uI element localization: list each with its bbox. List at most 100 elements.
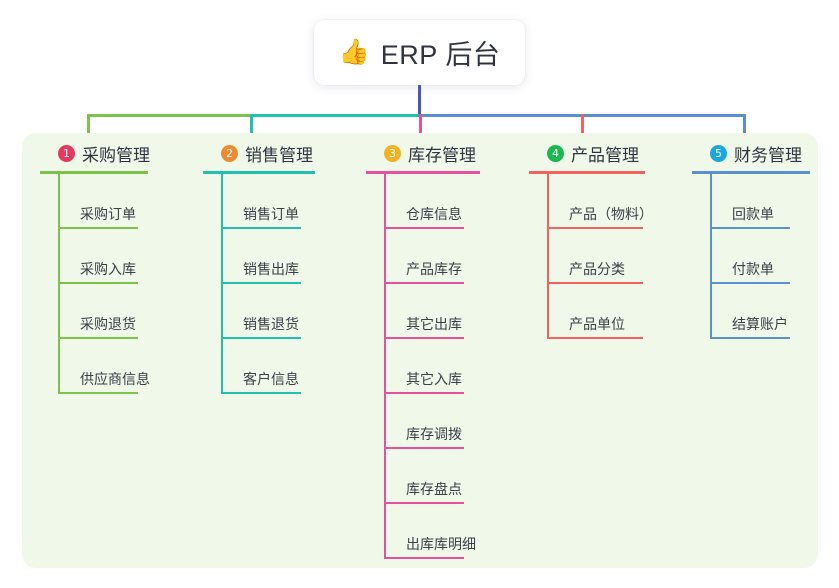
branch-leaf[interactable]: 其它出库 [384, 284, 516, 339]
branch-leaf-label: 产品分类 [569, 261, 625, 277]
branch-title: 库存管理 [408, 145, 476, 165]
branch-leaf-underline [710, 227, 790, 229]
branch-leaf-label: 仓库信息 [406, 206, 462, 222]
branch-leaf-label: 采购订单 [80, 206, 136, 222]
branch-leaf-label: 采购入库 [80, 261, 136, 277]
branch-title-underline [203, 171, 315, 174]
branch-leaf[interactable]: 产品库存 [384, 229, 516, 284]
branch-column-1: 1 采购管理采购订单采购入库采购退货供应商信息 [40, 140, 190, 394]
branch-title: 销售管理 [245, 145, 313, 165]
branch-stem-1 [87, 114, 90, 136]
branch-leaf[interactable]: 其它入库 [384, 339, 516, 394]
branch-leaf-underline [384, 502, 464, 504]
branch-number-badge: 4 [547, 144, 564, 162]
branch-number-badge: 1 [58, 144, 75, 162]
branch-stem-2 [250, 114, 253, 136]
branch-leaf-underline [710, 337, 790, 339]
branch-leaf[interactable]: 采购退货 [58, 284, 190, 339]
branch-leaf[interactable]: 客户信息 [221, 339, 353, 394]
branch-leaf-label: 付款单 [732, 261, 774, 277]
branch-leaf-underline [384, 447, 464, 449]
branch-leaf-label: 库存盘点 [406, 481, 462, 497]
branch-leaf-label: 其它入库 [406, 371, 462, 387]
branch-leaf-underline [384, 227, 464, 229]
branch-leaf[interactable]: 库存盘点 [384, 449, 516, 504]
branch-leaf-underline [221, 392, 301, 394]
branch-title: 产品管理 [571, 145, 639, 165]
branch-leaf-label: 销售退货 [243, 316, 299, 332]
branch-leaf[interactable]: 仓库信息 [384, 174, 516, 229]
branch-leaf-label: 销售出库 [243, 261, 299, 277]
branch-leaf-underline [221, 337, 301, 339]
branch-leaf[interactable]: 采购订单 [58, 174, 190, 229]
branch-leaf-underline [384, 282, 464, 284]
branch-leaf[interactable]: 产品单位 [547, 284, 679, 339]
bus-segment-2 [250, 114, 420, 117]
branch-leaf-label: 库存调拨 [406, 426, 462, 442]
branch-title-underline [40, 171, 148, 174]
root-stem [418, 85, 421, 116]
branch-leaf[interactable]: 库存调拨 [384, 394, 516, 449]
branch-leaf[interactable]: 供应商信息 [58, 339, 190, 394]
branch-header-1[interactable]: 1 采购管理 [40, 140, 190, 166]
branch-stem-5 [743, 114, 746, 136]
branch-leaf[interactable]: 销售退货 [221, 284, 353, 339]
branch-leaf-underline [58, 392, 138, 394]
branch-leaf[interactable]: 结算账户 [710, 284, 839, 339]
branch-title-underline [692, 171, 810, 174]
branch-spine [710, 174, 712, 339]
branch-leaf[interactable]: 销售订单 [221, 174, 353, 229]
branch-leaf-label: 出库库明细 [406, 536, 476, 552]
branch-leaf-underline [384, 337, 464, 339]
branch-leaf-underline [547, 337, 643, 339]
branch-leaf-underline [221, 227, 301, 229]
branch-leaf-label: 供应商信息 [80, 371, 150, 387]
branch-leaf-underline [384, 557, 464, 559]
branch-leaf[interactable]: 产品分类 [547, 229, 679, 284]
branch-leaf-underline [58, 227, 138, 229]
root-title: ERP 后台 [380, 40, 501, 70]
branch-title: 财务管理 [734, 145, 802, 165]
branch-leaf-underline [58, 282, 138, 284]
branch-spine [384, 174, 386, 559]
branch-items: 回款单付款单结算账户 [710, 174, 839, 339]
branch-title: 采购管理 [82, 145, 150, 165]
branch-leaf-underline [384, 392, 464, 394]
branches-panel [22, 133, 818, 568]
branch-leaf-label: 产品（物料） [569, 206, 653, 222]
branch-leaf-label: 结算账户 [732, 316, 788, 332]
branch-title-underline [529, 171, 645, 174]
thumbs-up-emoji: 👍 [338, 38, 370, 66]
branch-leaf-label: 其它出库 [406, 316, 462, 332]
branch-leaf-underline [547, 282, 643, 284]
bus-segment-1 [87, 114, 252, 117]
branch-leaf[interactable]: 采购入库 [58, 229, 190, 284]
branch-leaf-label: 销售订单 [243, 206, 299, 222]
branch-spine [58, 174, 60, 394]
branch-leaf[interactable]: 出库库明细 [384, 504, 516, 559]
branch-header-4[interactable]: 4 产品管理 [529, 140, 679, 166]
branch-leaf[interactable]: 回款单 [710, 174, 839, 229]
branch-leaf-underline [710, 282, 790, 284]
branch-leaf-label: 回款单 [732, 206, 774, 222]
branch-stem-4 [581, 114, 584, 136]
root-node[interactable]: 👍 ERP 后台 [314, 20, 525, 85]
branch-leaf-underline [547, 227, 643, 229]
branch-items: 产品（物料） 产品分类产品单位 [547, 174, 679, 339]
branch-leaf[interactable]: 产品（物料） [547, 174, 679, 229]
branch-leaf-label: 采购退货 [80, 316, 136, 332]
branch-leaf[interactable]: 销售出库 [221, 229, 353, 284]
branch-spine [547, 174, 549, 339]
branch-spine [221, 174, 223, 394]
branch-items: 销售订单销售出库销售退货客户信息 [221, 174, 353, 394]
branch-leaf-label: 客户信息 [243, 371, 299, 387]
branch-leaf[interactable]: 付款单 [710, 229, 839, 284]
branch-title-underline [366, 171, 480, 174]
branch-items: 采购订单采购入库采购退货供应商信息 [58, 174, 190, 394]
